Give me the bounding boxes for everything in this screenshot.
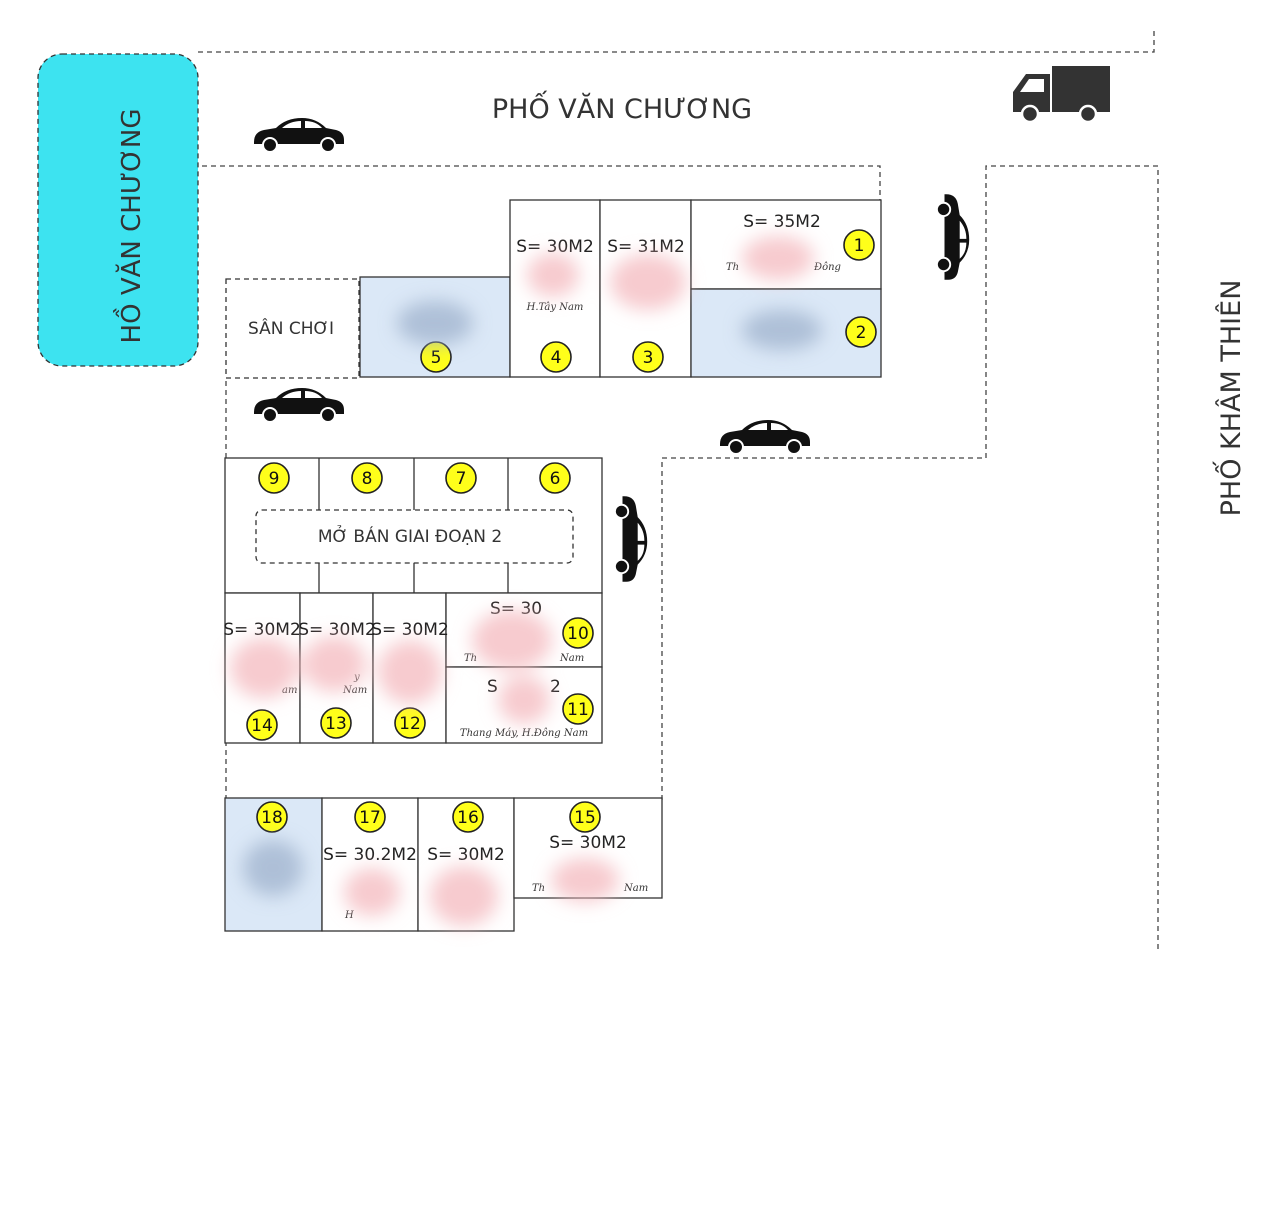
badge-plot-1: 1 [843,229,875,261]
playground-label: SÂN CHƠI [248,317,334,339]
plot-17-note: H [344,910,354,921]
lake-label: HỒ VĂN CHƯƠNG [112,109,147,344]
plot-10-note-a: Th [464,653,477,664]
svg-text:10: 10 [567,624,589,644]
svg-text:1: 1 [854,236,865,256]
phase2-banner [255,509,574,564]
badge-plot-10: 10 [562,617,594,649]
badge-plot-6: 6 [539,462,571,494]
svg-text:13: 13 [325,714,347,734]
plot-15-note-a: Th [532,883,545,894]
plot-4-area: S= 30M2 [516,237,594,257]
road-edge-inner [202,165,881,200]
svg-text:7: 7 [456,469,467,489]
svg-text:8: 8 [362,469,373,489]
badge-plot-2: 2 [845,316,877,348]
svg-text:15: 15 [574,808,596,828]
plot-11-area-a: S [487,677,498,697]
plot-13-note-b: Nam [342,685,367,696]
plot-3-area: S= 31M2 [607,237,685,257]
badge-plot-4: 4 [540,341,572,373]
street-top-label: PHỐ VĂN CHƯƠNG [492,90,752,125]
badge-plot-12: 12 [394,707,426,739]
badge-plot-7: 7 [445,462,477,494]
svg-text:6: 6 [550,469,561,489]
svg-text:11: 11 [567,700,589,720]
street-right-label: PHỐ KHÂM THIÊN [1212,280,1247,517]
plot-11-area-b: 2 [550,677,561,697]
playground [225,278,360,379]
plot-1-note-a: Th [726,262,739,273]
badge-plot-16: 16 [452,801,484,833]
phase2-label: MỞ BÁN GIAI ĐOẠN 2 [318,524,502,547]
plot-15-area: S= 30M2 [549,833,627,853]
plot-14-note: am [282,685,297,696]
plot-1-note-b: Đông [813,262,841,273]
plot-13-area: S= 30M2 [298,620,376,640]
lake [37,53,199,367]
badge-plot-5: 5 [420,341,452,373]
svg-text:18: 18 [261,808,283,828]
plot-14-area: S= 30M2 [223,620,301,640]
badge-plot-8: 8 [351,462,383,494]
plot-4-note: H.Tây Nam [526,302,584,313]
plot-17-area: S= 30.2M2 [323,845,417,865]
plot-15-note-b: Nam [623,883,648,894]
car-icon [613,495,649,583]
badge-plot-15: 15 [569,801,601,833]
plot-12-area: S= 30M2 [371,620,449,640]
redaction-blur [230,236,822,926]
badge-plot-11: 11 [562,693,594,725]
plot-10-note-b: Nam [559,653,584,664]
badge-plot-14: 14 [246,709,278,741]
svg-text:5: 5 [431,348,442,368]
badge-plot-18: 18 [256,801,288,833]
car-icon [253,387,345,423]
badge-plot-17: 17 [354,801,386,833]
badge-plot-9: 9 [258,462,290,494]
svg-text:3: 3 [643,348,654,368]
road-edge-inner2 [661,457,986,800]
badge-plot-13: 13 [320,707,352,739]
svg-text:9: 9 [269,469,280,489]
svg-text:17: 17 [359,808,381,828]
plot-1-area: S= 35M2 [743,212,821,232]
road-edge-top [198,28,1155,53]
badge-plot-3: 3 [632,341,664,373]
truck-icon [1013,66,1110,124]
plot-16-area: S= 30M2 [427,845,505,865]
plot-11-note: Thang Máy, H.Đông Nam [460,728,588,739]
car-icon [935,193,971,281]
svg-text:14: 14 [251,716,273,736]
car-icon [253,117,345,153]
svg-text:12: 12 [399,714,421,734]
svg-text:2: 2 [856,323,867,343]
road-edge-right [985,165,1159,950]
svg-text:16: 16 [457,808,479,828]
car-icon [719,419,811,455]
svg-text:4: 4 [551,348,562,368]
